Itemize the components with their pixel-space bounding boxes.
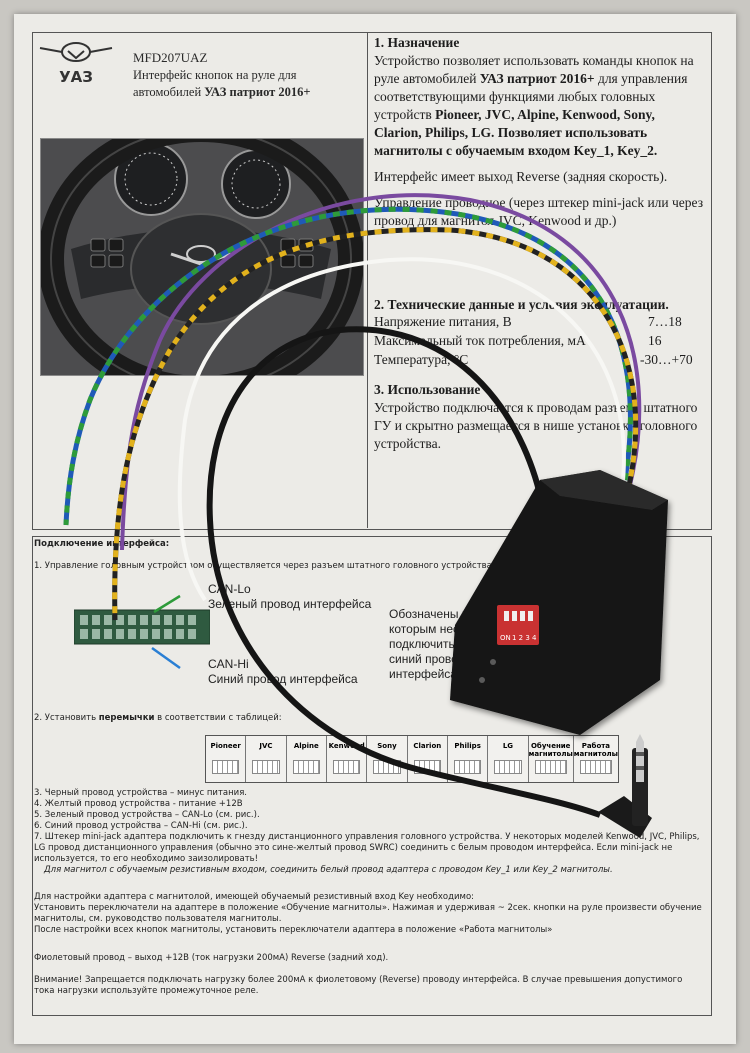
top-frame	[32, 32, 712, 530]
purpose-heading: 1. Назначение	[374, 35, 460, 50]
learning-line: Установить переключатели на адаптере в п…	[34, 903, 702, 924]
list-item: 7. Штекер mini-jack адаптера подключить …	[34, 832, 700, 864]
connection-item2: 2. Установить перемычки в соответствии с…	[34, 713, 282, 723]
spec-label-1: Напряжение питания, В	[374, 314, 512, 329]
switch-numbers: 1 2 3 4	[512, 634, 537, 642]
table-cell: LG	[487, 736, 527, 782]
table-cell: Alpine	[285, 736, 326, 782]
mini-jack-plug	[598, 734, 652, 838]
connection-item1: 1. Управление головным устройством осуще…	[34, 561, 640, 571]
can-hi-label: CAN-Hi	[208, 657, 249, 671]
spec-value-2: 16	[648, 333, 662, 348]
warning-note: Внимание! Запрещается подключать нагрузк…	[34, 975, 683, 996]
wire-list: 3. Черный провод устройства – минус пита…	[34, 788, 704, 876]
spec-value-1: 7…18	[648, 314, 682, 329]
table-cell: Обучение магнитолы	[527, 736, 573, 782]
switch-on-label: ON	[500, 634, 511, 642]
column-divider	[367, 32, 368, 528]
product-subtitle: Интерфейс кнопок на руле для автомобилей…	[133, 68, 311, 99]
learning-line: После настройки всех кнопок магнитолы, у…	[34, 925, 553, 935]
learning-instructions: Для настройки адаптера с магнитолой, име…	[34, 892, 704, 936]
list-item: 3. Черный провод устройства – минус пита…	[34, 788, 248, 798]
learning-line: Для настройки адаптера с магнитолой, име…	[34, 892, 475, 902]
spec-value-3: -30…+70	[640, 352, 693, 367]
table-cell: JVC	[245, 736, 285, 782]
table-cell: Работа магнитолы	[572, 736, 618, 782]
usage-heading: 3. Использование	[374, 382, 481, 397]
brand-text: УАЗ	[59, 68, 93, 86]
table-cell: Kenwood	[325, 736, 366, 782]
connector-diagram	[73, 606, 211, 648]
table-cell: Pioneer	[206, 736, 245, 782]
table-cell: Philips	[446, 736, 487, 782]
violet-wire-note: Фиолетовый провод – выход +12В (ток нагр…	[34, 953, 389, 963]
list-item: 4. Желтый провод устройства - питание +1…	[34, 799, 243, 809]
can-lo-desc: Зеленый провод интерфейса	[208, 597, 372, 611]
uaz-logo: УАЗ	[36, 38, 116, 88]
can-hi-desc: Синий провод интерфейса	[208, 672, 358, 686]
list-item: 5. Зеленый провод устройства – CAN-Lo (с…	[34, 810, 260, 820]
connection-heading: Подключение интерфейса:	[34, 539, 170, 549]
list-item: Для магнитол с обучаемым резистивным вхо…	[44, 865, 613, 875]
reverse-line: Интерфейс имеет выход Reverse (задняя ск…	[374, 169, 668, 184]
interface-module: ON 1 2 3 4	[450, 470, 668, 735]
bottom-frame	[32, 536, 712, 1016]
list-item: 6. Синий провод устройства – CAN-Hi (см.…	[34, 821, 248, 831]
jumper-table: Pioneer JVC Alpine Kenwood Sony Clarion …	[205, 735, 619, 783]
purpose-text: Устройство позволяет использовать команд…	[374, 53, 694, 158]
model-code: MFD207UAZ	[133, 50, 208, 65]
